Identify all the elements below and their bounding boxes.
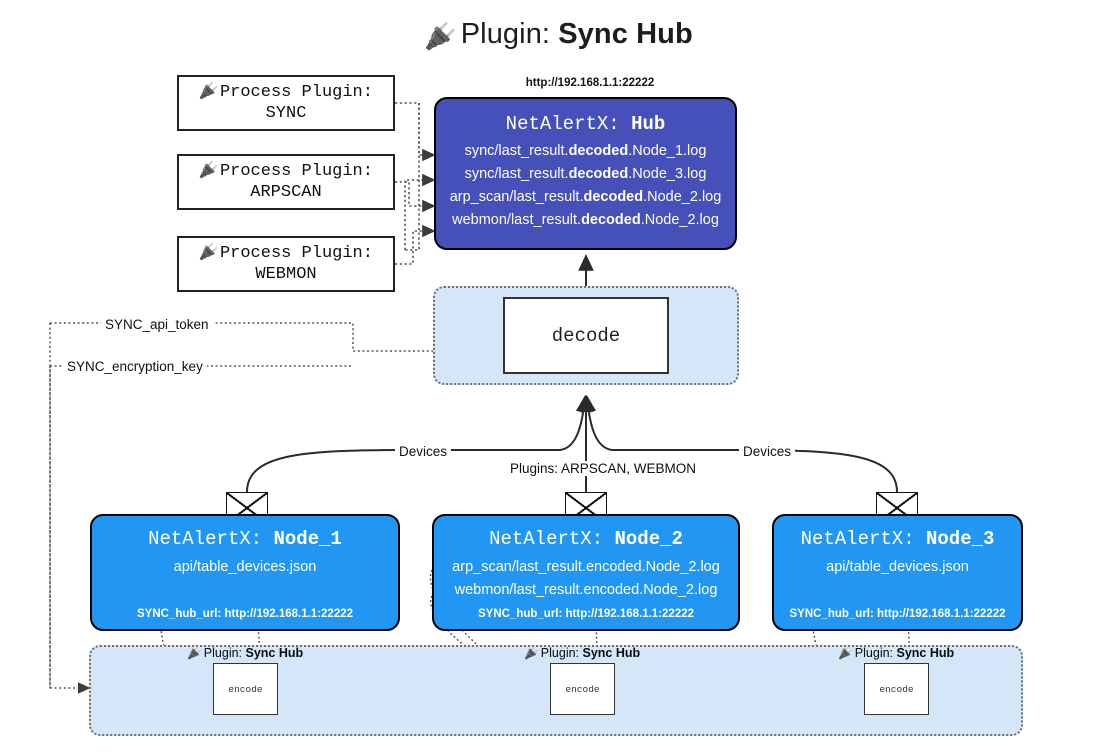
encode-box[interactable]: encode bbox=[550, 663, 615, 715]
node-hub-url: SYNC_hub_url: http://192.168.1.1:22222 bbox=[477, 608, 695, 620]
process-plugin-header: 🔌Process Plugin: bbox=[199, 82, 373, 103]
plug-icon: 🔌 bbox=[424, 21, 457, 51]
hub-title-name: Hub bbox=[631, 113, 666, 135]
node-resource-line: api/table_devices.json bbox=[173, 559, 317, 575]
process-plugin-name: SYNC bbox=[265, 104, 307, 123]
encoder-header: 🔌Plugin: Sync Hub bbox=[186, 646, 304, 660]
plug-icon: 🔌 bbox=[199, 162, 219, 180]
encode-box[interactable]: encode bbox=[864, 663, 929, 715]
plug-icon: 🔌 bbox=[199, 83, 219, 101]
page-title-name: Sync Hub bbox=[558, 18, 693, 50]
label-sync-encryption-key: SYNC_encryption_key bbox=[63, 359, 207, 374]
hub-node[interactable]: NetAlertX: Hub sync/last_result.decoded.… bbox=[434, 97, 737, 250]
node-hub-url: SYNC_hub_url: http://192.168.1.1:22222 bbox=[789, 608, 1006, 620]
process-plugin-webmon[interactable]: 🔌Process Plugin: WEBMON bbox=[177, 236, 395, 292]
process-plugin-arpscan[interactable]: 🔌Process Plugin: ARPSCAN bbox=[177, 154, 395, 210]
decode-box[interactable]: decode bbox=[503, 297, 669, 374]
node-3[interactable]: NetAlertX: Node_3 api/table_devices.json… bbox=[772, 514, 1023, 631]
label-sync-api-token: SYNC_api_token bbox=[101, 317, 213, 332]
node-title: NetAlertX: Node_2 bbox=[489, 528, 683, 550]
hub-log-line: sync/last_result.decoded.Node_1.log bbox=[464, 143, 707, 159]
node-resource-line: webmon/last_result.encoded.Node_2.log bbox=[454, 582, 718, 598]
plug-icon: 🔌 bbox=[523, 646, 539, 660]
page-title-prefix: Plugin: bbox=[460, 18, 559, 50]
process-plugin-header-label: Process Plugin: bbox=[219, 82, 373, 102]
label-devices-right: Devices bbox=[739, 444, 796, 459]
node-2[interactable]: NetAlertX: Node_2 arp_scan/last_result.e… bbox=[432, 514, 740, 631]
node-resource-line: api/table_devices.json bbox=[826, 559, 969, 575]
plug-icon: 🔌 bbox=[199, 244, 219, 262]
encoder-header: 🔌Plugin: Sync Hub bbox=[837, 646, 955, 660]
hub-log-line: webmon/last_result.decoded.Node_2.log bbox=[452, 212, 719, 228]
node-resource-line: arp_scan/last_result.encoded.Node_2.log bbox=[452, 559, 720, 575]
process-plugin-header: 🔌Process Plugin: bbox=[199, 243, 373, 264]
hub-url-label: http://192.168.1.1:22222 bbox=[525, 77, 655, 89]
node-title: NetAlertX: Node_3 bbox=[800, 528, 995, 550]
process-plugin-name: WEBMON bbox=[255, 265, 317, 284]
node-1[interactable]: NetAlertX: Node_1 api/table_devices.json… bbox=[90, 514, 400, 631]
hub-log-line: sync/last_result.decoded.Node_3.log bbox=[464, 166, 707, 182]
node-title: NetAlertX: Node_1 bbox=[148, 528, 342, 550]
label-devices-left: Devices bbox=[395, 444, 452, 459]
encode-box[interactable]: encode bbox=[213, 663, 278, 715]
process-plugin-sync[interactable]: 🔌Process Plugin: SYNC bbox=[177, 75, 395, 131]
page-title: 🔌Plugin: Sync Hub bbox=[0, 18, 1117, 52]
encoder-header: 🔌Plugin: Sync Hub bbox=[523, 646, 641, 660]
hub-title: NetAlertX: Hub bbox=[436, 113, 735, 135]
hub-title-prefix: NetAlertX: bbox=[505, 113, 632, 135]
node-hub-url: SYNC_hub_url: http://192.168.1.1:22222 bbox=[136, 608, 354, 620]
label-plugins-middle: Plugins: ARPSCAN, WEBMON bbox=[506, 461, 701, 476]
plug-icon: 🔌 bbox=[837, 646, 853, 660]
plug-icon: 🔌 bbox=[186, 646, 202, 660]
process-plugin-header-label: Process Plugin: bbox=[219, 161, 373, 181]
process-plugin-header: 🔌Process Plugin: bbox=[199, 161, 373, 182]
process-plugin-name: ARPSCAN bbox=[250, 183, 322, 202]
process-plugin-header-label: Process Plugin: bbox=[219, 243, 373, 263]
hub-log-line: arp_scan/last_result.decoded.Node_2.log bbox=[449, 189, 722, 205]
